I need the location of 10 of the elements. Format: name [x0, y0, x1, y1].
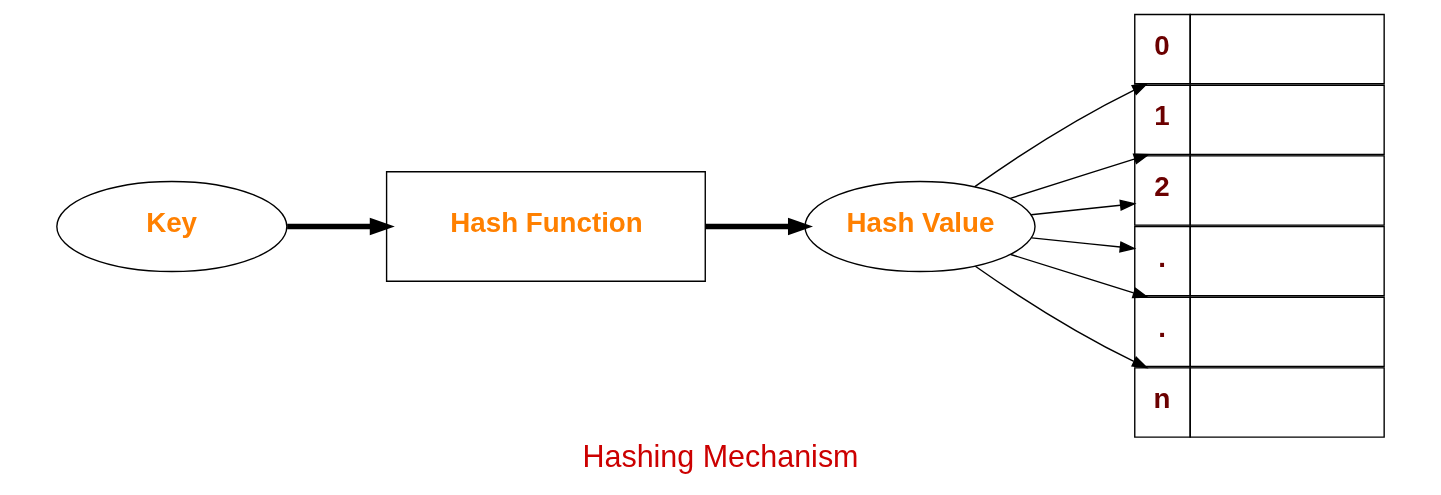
- arrow: [287, 217, 395, 235]
- arrow: [1010, 253, 1150, 298]
- arrow: [1030, 198, 1137, 215]
- arrow: [705, 217, 813, 235]
- node-ellipse: Hash Value: [804, 180, 1036, 272]
- caption: Hashing Mechanism: [582, 438, 859, 473]
- arrow: [974, 265, 1149, 369]
- node-box: Hash Function: [385, 170, 706, 282]
- node-ellipse: Key: [56, 180, 288, 272]
- arrow: [1030, 236, 1137, 253]
